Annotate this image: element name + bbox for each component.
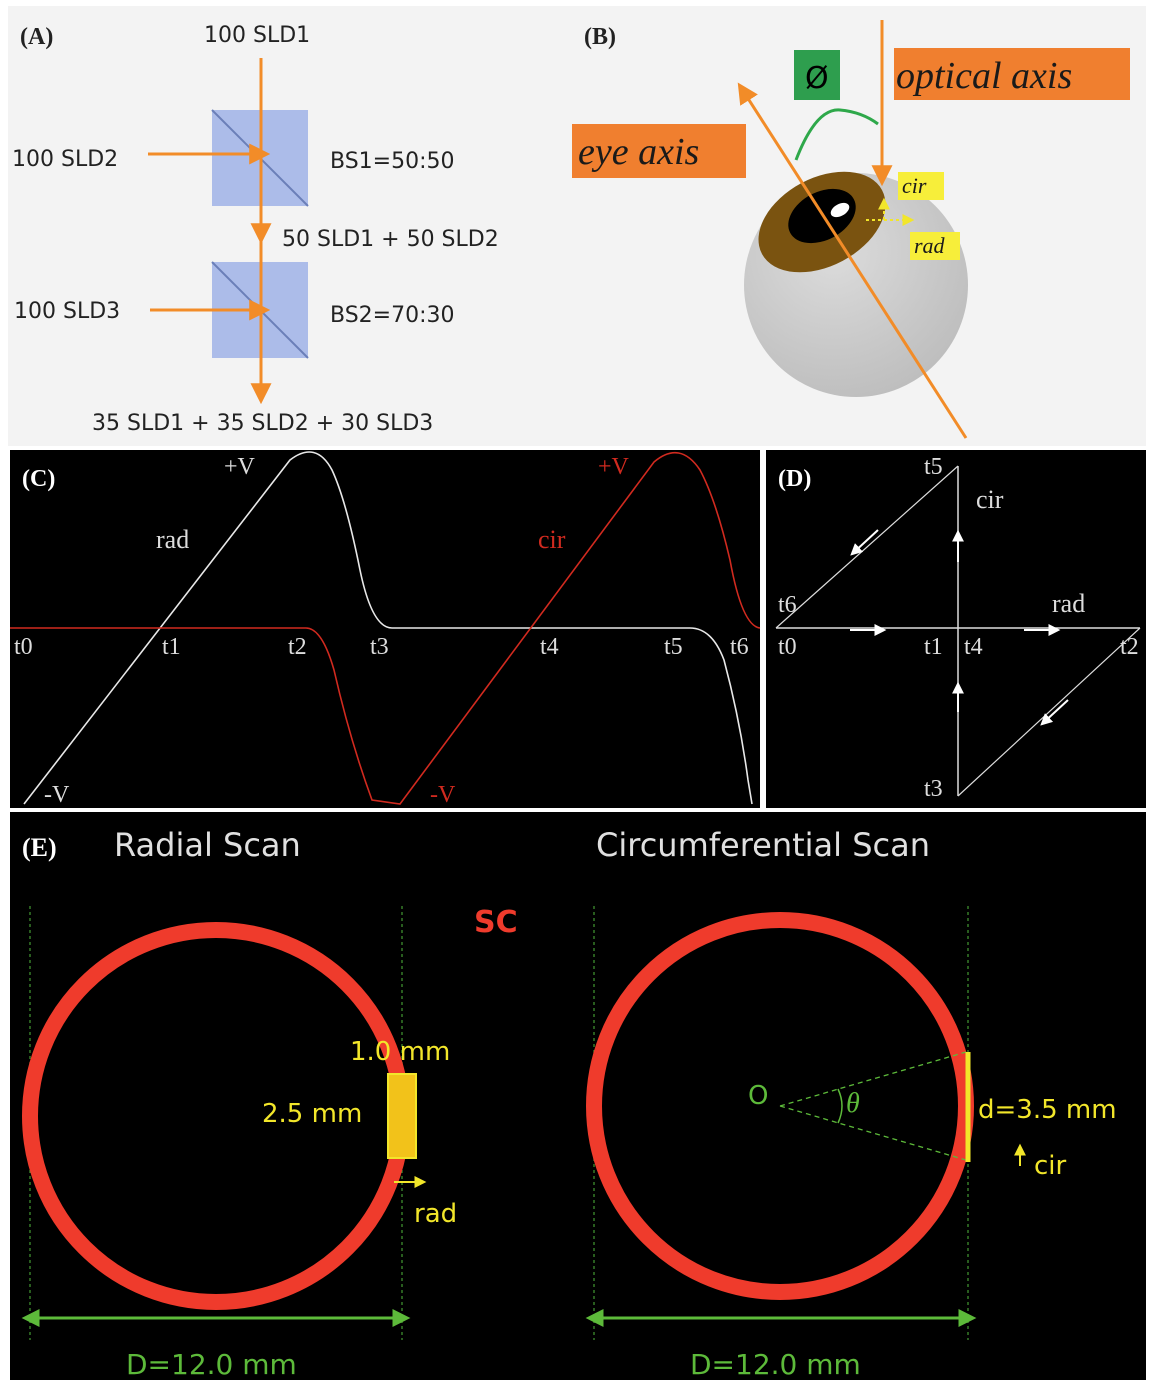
point-t1: t1 xyxy=(924,634,943,660)
minus-v-label-1: -V xyxy=(44,782,70,808)
cir-axis-label: cir xyxy=(976,485,1004,514)
angle-arc xyxy=(794,108,879,161)
optical-axis-label: optical axis xyxy=(896,55,1072,97)
panel-e: (E) Radial Scan Circumferential Scan SC … xyxy=(10,812,1146,1381)
tick-t4: t4 xyxy=(540,634,559,660)
panel-c: (C) +V +V -V -V rad cir t0 t1 t2 t3 t4 t… xyxy=(10,450,761,808)
tick-t6: t6 xyxy=(730,634,749,660)
diag-arrow-lower xyxy=(1040,699,1069,726)
panel-e-bg xyxy=(10,812,1146,1380)
scan-width-label: 1.0 mm xyxy=(350,1037,450,1067)
arc-length-label: d=3.5 mm xyxy=(978,1095,1117,1125)
return-path-upper xyxy=(775,465,959,629)
cir-direction-label: cir xyxy=(1034,1151,1067,1181)
center-label: O xyxy=(748,1081,768,1111)
rad-axis-label: rad xyxy=(1052,589,1085,618)
cir-label: cir xyxy=(902,173,927,198)
bs2-ratio-label: BS2=70:30 xyxy=(330,303,455,328)
rad-direction-label: rad xyxy=(414,1199,457,1229)
panel-a-label: (A) xyxy=(20,24,53,50)
tick-t3: t3 xyxy=(370,634,389,660)
theta-arc xyxy=(837,1088,843,1124)
point-t0: t0 xyxy=(778,634,797,660)
bs1-ratio-label: BS1=50:50 xyxy=(330,149,455,174)
rad-trace-label: rad xyxy=(156,525,189,554)
rad-label: rad xyxy=(914,233,946,258)
schlemm-canal-label: SC xyxy=(474,905,518,940)
radial-scan-region xyxy=(387,1073,417,1159)
eye-axis-line xyxy=(737,82,968,439)
eye-axis-label-box xyxy=(572,124,746,178)
tick-t0: t0 xyxy=(14,634,33,660)
panel-d: (D) cir rad t5 t6 t0 t1 t4 t2 t3 xyxy=(766,450,1146,808)
diameter-label-left: D=12.0 mm xyxy=(126,1348,297,1381)
eye-axis-label: eye axis xyxy=(578,131,699,173)
scan-height-label: 2.5 mm xyxy=(262,1099,362,1129)
cir-label-box xyxy=(898,172,944,200)
panel-d-label: (D) xyxy=(778,466,811,492)
theta-label: θ xyxy=(846,1088,860,1119)
optical-axis-label-box xyxy=(894,48,1130,100)
mix1-label: 50 SLD1 + 50 SLD2 xyxy=(282,227,499,252)
pupil-highlight xyxy=(830,202,850,218)
circumferential-scan-title: Circumferential Scan xyxy=(596,826,930,864)
output-mix-label: 35 SLD1 + 35 SLD2 + 30 SLD3 xyxy=(92,411,433,436)
cir-trace-label: cir xyxy=(538,525,566,554)
rad-label-box xyxy=(910,232,960,260)
panel-b-label: (B) xyxy=(584,24,616,50)
plus-v-label-2: +V xyxy=(598,454,630,480)
return-path-lower xyxy=(957,627,1141,797)
point-t6: t6 xyxy=(778,592,797,618)
sld3-input-label: 100 SLD3 xyxy=(14,299,120,324)
point-t5: t5 xyxy=(924,454,943,480)
radial-scan-title: Radial Scan xyxy=(114,826,301,864)
sld1-input-label: 100 SLD1 xyxy=(204,23,310,48)
diag-arrow-upper xyxy=(850,529,879,556)
panel-c-bg xyxy=(10,450,760,808)
phi-label: Ø xyxy=(805,61,829,96)
point-t2: t2 xyxy=(1120,634,1139,660)
phi-label-box xyxy=(794,50,840,100)
rad-voltage-trace xyxy=(23,451,753,805)
panel-d-bg xyxy=(766,450,1146,808)
panel-e-label: (E) xyxy=(22,833,57,862)
sld2-input-label: 100 SLD2 xyxy=(12,147,118,172)
panel-b: (B) Ø optical axis eye axis cir rad xyxy=(556,6,1146,446)
plus-v-label-1: +V xyxy=(224,454,256,480)
tick-t5: t5 xyxy=(664,634,683,660)
diameter-label-right: D=12.0 mm xyxy=(690,1348,861,1381)
cir-voltage-trace xyxy=(10,452,761,805)
panel-a-bg xyxy=(8,6,556,446)
tick-t1: t1 xyxy=(162,634,181,660)
minus-v-label-2: -V xyxy=(430,782,456,808)
panel-c-label: (C) xyxy=(22,466,55,492)
point-t3: t3 xyxy=(924,776,943,802)
point-t4: t4 xyxy=(964,634,983,660)
panel-a: (A) 100 SLD1 100 SLD2 BS1=50:50 50 SLD1 … xyxy=(8,6,556,446)
tick-t2: t2 xyxy=(288,634,307,660)
